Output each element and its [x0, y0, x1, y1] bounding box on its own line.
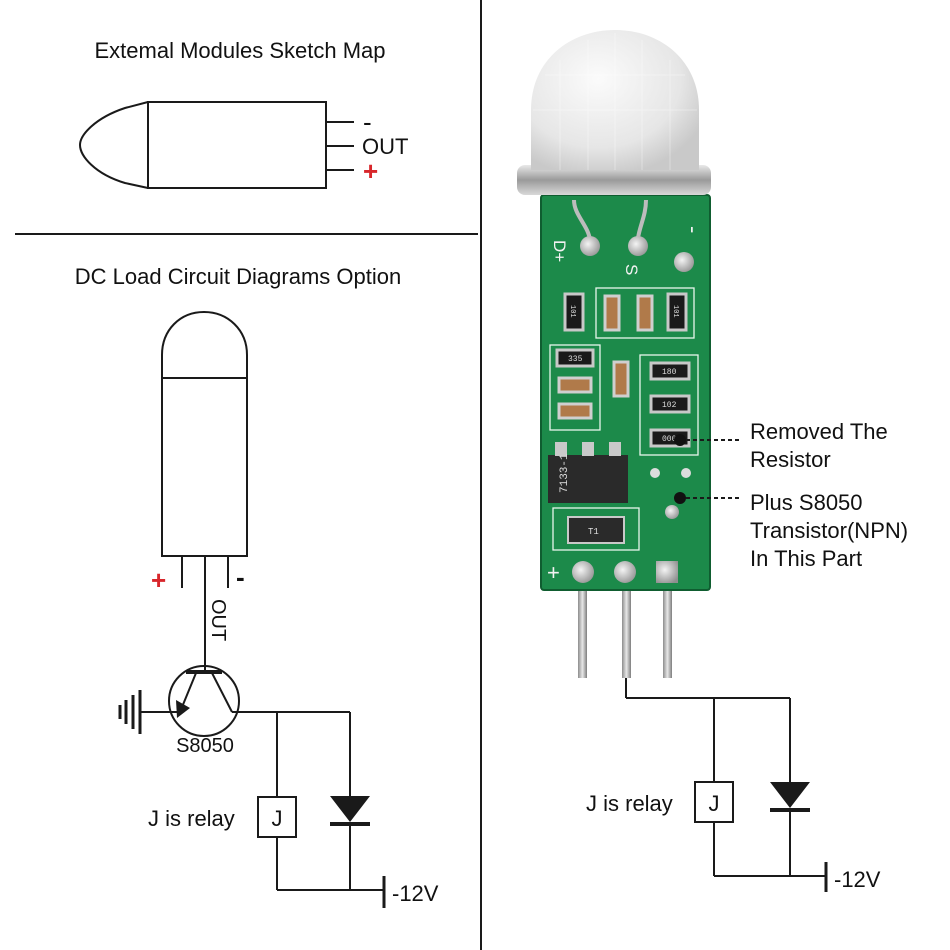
- chip-code-335: 335: [568, 355, 583, 364]
- silk-d-plus: D+: [550, 240, 569, 262]
- ic-leg-2: [582, 442, 594, 456]
- callout-plus-line3: In This Part: [750, 546, 862, 571]
- pad-bottom-right: [656, 561, 678, 583]
- smd-cap-2: [636, 294, 654, 332]
- pad-d-plus: [580, 236, 600, 256]
- transistor-emitter-arrow: [176, 700, 190, 718]
- sketch-pin-out-label: OUT: [362, 134, 408, 159]
- sketch-map-title: Extemal Modules Sketch Map: [94, 38, 385, 63]
- ic-marking: 7133-1: [559, 453, 571, 493]
- dc-load-circuit-panel: DC Load Circuit Diagrams Option: [75, 264, 439, 908]
- callout-removed-line2: Resistor: [750, 447, 831, 472]
- right-diode-triangle: [770, 782, 810, 808]
- smd-cap-4: [557, 402, 593, 420]
- transistor-collector-lead: [211, 672, 233, 713]
- module-leg-right: [663, 586, 672, 678]
- callout-dot-removed: [674, 434, 686, 446]
- sensor-dome: [531, 30, 699, 170]
- module-photo-panel: D+ S - +: [517, 30, 908, 892]
- smd-resistor-180: [649, 361, 691, 381]
- panel-dividers: [15, 0, 482, 950]
- silk-box-4: [595, 287, 695, 339]
- silk-outlines: [549, 287, 699, 551]
- smd-resistor-2: [666, 292, 688, 332]
- silk-plus: +: [547, 560, 560, 585]
- right-relay-circuit: [625, 678, 828, 892]
- sensor-lead-right: [636, 199, 648, 239]
- chip-code-102: 102: [662, 401, 677, 410]
- sensor-dome-facets: [533, 33, 697, 170]
- pad-bottom-left: [572, 561, 594, 583]
- circuit-sensor-body: [161, 377, 248, 557]
- empty-pad-2: [681, 468, 691, 478]
- smd-cap-3: [557, 376, 593, 394]
- chip-code-180: 180: [662, 368, 677, 377]
- pad-bottom-middle: [614, 561, 636, 583]
- callout-plus-line2: Transistor(NPN): [750, 518, 908, 543]
- sketch-pin-plus-label: +: [363, 156, 378, 186]
- smd-components: [548, 292, 691, 544]
- voltage-label: -12V: [392, 881, 439, 906]
- smd-resistor-102: [649, 394, 691, 414]
- relay-caption: J is relay: [148, 806, 235, 831]
- right-relay-symbol: J: [709, 791, 720, 816]
- pad-minus: [674, 252, 694, 272]
- sensor-sketch: [78, 101, 354, 189]
- chip-code-1: 101: [568, 305, 576, 318]
- silk-box-3: [552, 507, 640, 551]
- silk-s: S: [622, 264, 641, 275]
- callout-dot-plus: [674, 492, 686, 504]
- pad-s: [628, 236, 648, 256]
- callout-removed-line1: Removed The: [750, 419, 888, 444]
- sensor-body: [147, 101, 327, 189]
- smd-resistor-1: [563, 292, 585, 332]
- sensor-metal-ring: [517, 165, 711, 195]
- transistor-marking: T1: [588, 527, 599, 537]
- transistor-chip: [567, 516, 625, 544]
- ic-leg-1: [555, 442, 567, 456]
- sensor-lens: [78, 101, 149, 189]
- diode-triangle: [330, 796, 370, 822]
- transistor-circle: [168, 665, 240, 737]
- sketch-pin-minus-label: -: [363, 107, 372, 137]
- ic-chip: [548, 455, 628, 503]
- module-leg-left: [578, 586, 587, 678]
- empty-pad-3: [665, 505, 679, 519]
- right-relay-caption: J is relay: [586, 791, 673, 816]
- right-voltage-label: -12V: [834, 867, 881, 892]
- chip-code-2: 101: [671, 305, 679, 318]
- empty-pad-1: [650, 468, 660, 478]
- smd-resistor-335: [555, 348, 595, 368]
- chip-code-000: 000: [662, 435, 677, 444]
- silk-box-2: [639, 354, 699, 456]
- dc-load-title: DC Load Circuit Diagrams Option: [75, 264, 401, 289]
- circuit-sensor-dome: [161, 310, 248, 378]
- circuit-out-label: OUT: [207, 599, 229, 641]
- relay-symbol: J: [272, 806, 283, 831]
- smd-cap-5: [612, 360, 630, 398]
- sketch-map-panel: Extemal Modules Sketch Map - OUT +: [78, 38, 408, 189]
- callout-plus-line1: Plus S8050: [750, 490, 863, 515]
- silk-minus: -: [681, 226, 706, 233]
- silk-box-1: [549, 344, 601, 431]
- module-leg-middle: [622, 586, 631, 678]
- circuit-plus-label: +: [151, 565, 166, 595]
- transistor-label: S8050: [176, 735, 234, 757]
- smd-cap-1: [603, 294, 621, 332]
- circuit-minus-label: -: [236, 562, 245, 592]
- ic-leg-3: [609, 442, 621, 456]
